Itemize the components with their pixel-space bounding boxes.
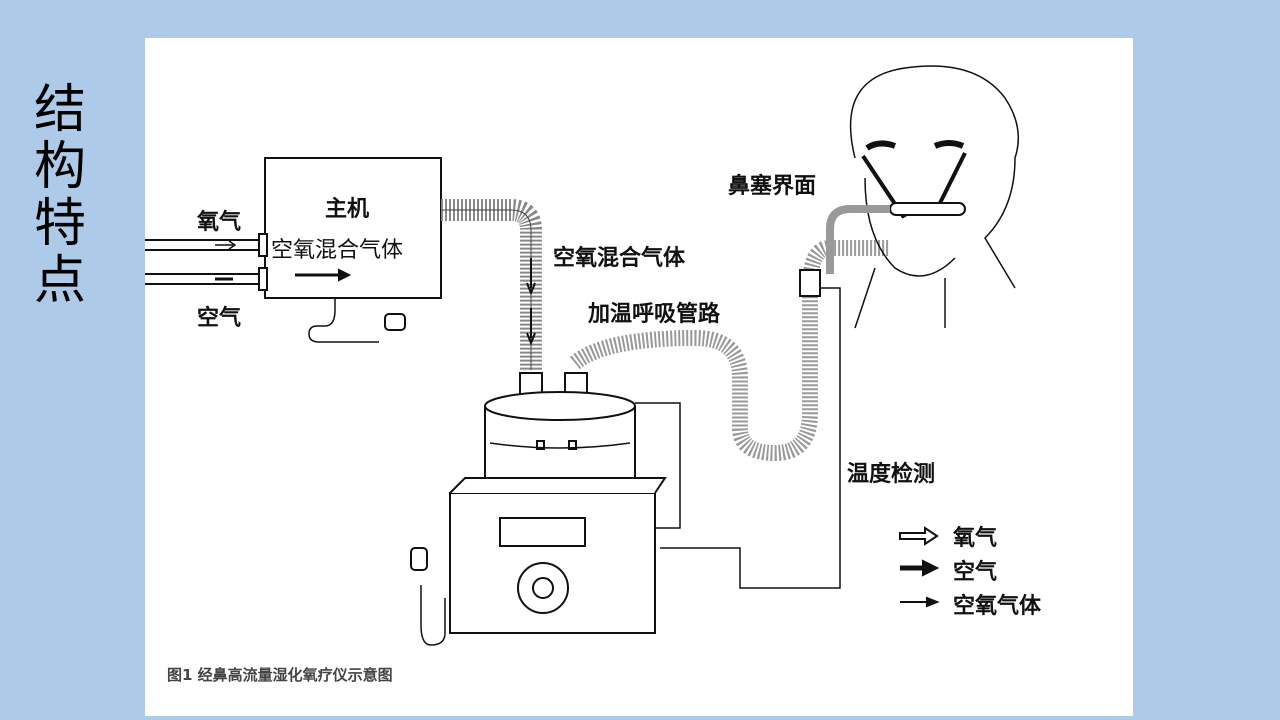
hfnc-diagram <box>145 65 1020 646</box>
hollow-arrow-icon <box>215 240 237 250</box>
heated-breathing-tube <box>569 240 890 462</box>
host-mixed-gas-label: 空氧混合气体 <box>271 238 404 263</box>
host-unit <box>264 157 442 299</box>
control-knob <box>517 562 569 614</box>
host-label: 主机 <box>325 197 370 222</box>
nasal-cannula <box>889 202 966 216</box>
legend-air: 空气 <box>953 560 998 585</box>
temperature-detect-label: 温度检测 <box>847 462 936 487</box>
hollow-arrow-icon <box>899 526 939 546</box>
patient-face <box>849 65 1020 329</box>
oxygen-inlet-label: 氧气 <box>197 210 242 235</box>
diagram-panel: 主机 空氧混合气体 氧气 空气 空氧混合气体 加温呼吸管路 鼻塞界面 温度检测 … <box>145 38 1133 716</box>
plug-icon <box>410 547 428 571</box>
display-screen <box>499 517 586 547</box>
mixed-gas-label: 空氧混合气体 <box>553 246 686 271</box>
title-char: 构 <box>34 137 87 197</box>
slide-title: 结 构 特 点 <box>34 82 94 310</box>
title-char: 点 <box>34 251 87 311</box>
plug-icon <box>384 313 406 331</box>
air-inlet-label: 空气 <box>197 306 242 331</box>
heated-tube-label: 加温呼吸管路 <box>588 302 721 327</box>
mixed-gas-tube <box>441 199 542 370</box>
nasal-interface-label: 鼻塞界面 <box>728 174 817 199</box>
legend-mixed-gas: 空氧气体 <box>953 594 1042 619</box>
title-char: 特 <box>34 194 87 254</box>
figure-caption: 图1 经鼻高流量湿化氧疗仪示意图 <box>167 666 393 684</box>
legend-oxygen: 氧气 <box>953 526 998 551</box>
title-char: 结 <box>34 80 87 140</box>
